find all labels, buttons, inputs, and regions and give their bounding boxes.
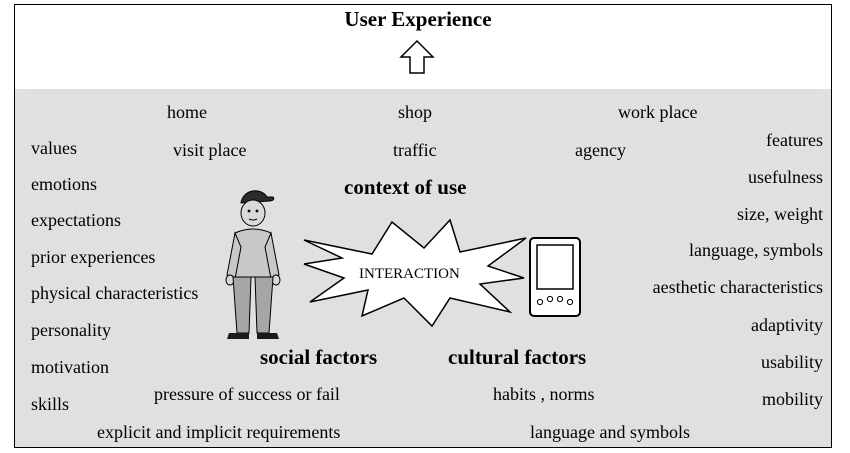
social-factor: explicit and implicit requirements (97, 422, 341, 442)
user-factor: emotions (31, 174, 97, 194)
person-icon (225, 190, 281, 339)
user-factor: motivation (31, 357, 109, 377)
user-factor: physical characteristics (31, 283, 199, 303)
user-factor: values (31, 138, 77, 158)
context-background (15, 89, 831, 447)
interaction-label: INTERACTION (359, 266, 460, 282)
user-factor: prior experiences (31, 247, 156, 267)
context-place-home: home (167, 102, 207, 122)
up-arrow-icon (399, 39, 435, 74)
cultural-factors-heading: cultural factors (448, 345, 587, 369)
product-factor: adaptivity (751, 315, 823, 335)
bottom-triangle (19, 269, 829, 447)
product-factor: aesthetic characteristics (652, 277, 823, 297)
product-factor: features (766, 130, 823, 150)
right-triangle (424, 89, 831, 447)
product-factor: size, weight (737, 204, 823, 224)
handheld-device-icon (529, 237, 581, 317)
context-place-agency: agency (575, 140, 626, 160)
product-factor: usability (761, 352, 823, 372)
user-factor: expectations (31, 210, 121, 230)
social-factors-heading: social factors (260, 345, 378, 369)
cultural-factor: language and symbols (530, 422, 690, 442)
starburst-icon (303, 218, 527, 328)
social-factor: pressure of success or fail (154, 384, 340, 404)
top-triangle (15, 89, 831, 269)
product-factor: language, symbols (689, 240, 823, 260)
context-place-shop: shop (398, 102, 433, 122)
context-place-traffic: traffic (393, 140, 437, 160)
left-triangle (15, 89, 424, 447)
diagram-frame: User Experience home shop work place vis… (14, 4, 832, 448)
context-place-visit-place: visit place (173, 140, 247, 160)
diagram-title: User Experience (344, 7, 492, 31)
cultural-factor: habits , norms (493, 384, 595, 404)
user-factor: skills (31, 394, 70, 414)
product-factor: usefulness (748, 167, 823, 187)
context-place-work-place: work place (618, 102, 698, 122)
context-heading: context of use (344, 175, 467, 199)
user-factor: personality (31, 320, 111, 340)
product-factor: mobility (761, 389, 823, 409)
